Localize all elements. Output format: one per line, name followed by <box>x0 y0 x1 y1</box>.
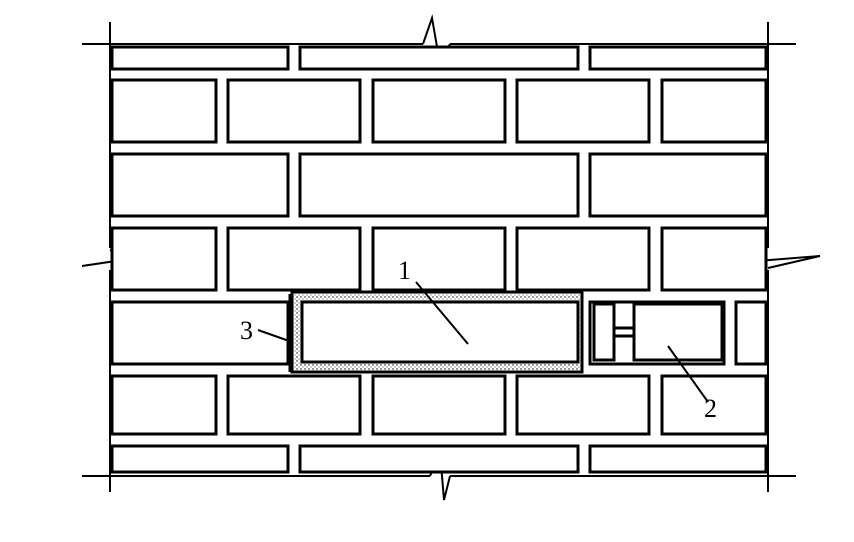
callout-2: 2 <box>704 394 717 423</box>
wall-boundary <box>81 14 821 501</box>
inserted-brick <box>290 290 584 374</box>
leader-lines <box>257 281 709 403</box>
callout-3: 3 <box>240 316 253 345</box>
connector-clip <box>592 302 724 362</box>
callout-1: 1 <box>398 256 411 285</box>
brick-courses <box>110 45 768 474</box>
